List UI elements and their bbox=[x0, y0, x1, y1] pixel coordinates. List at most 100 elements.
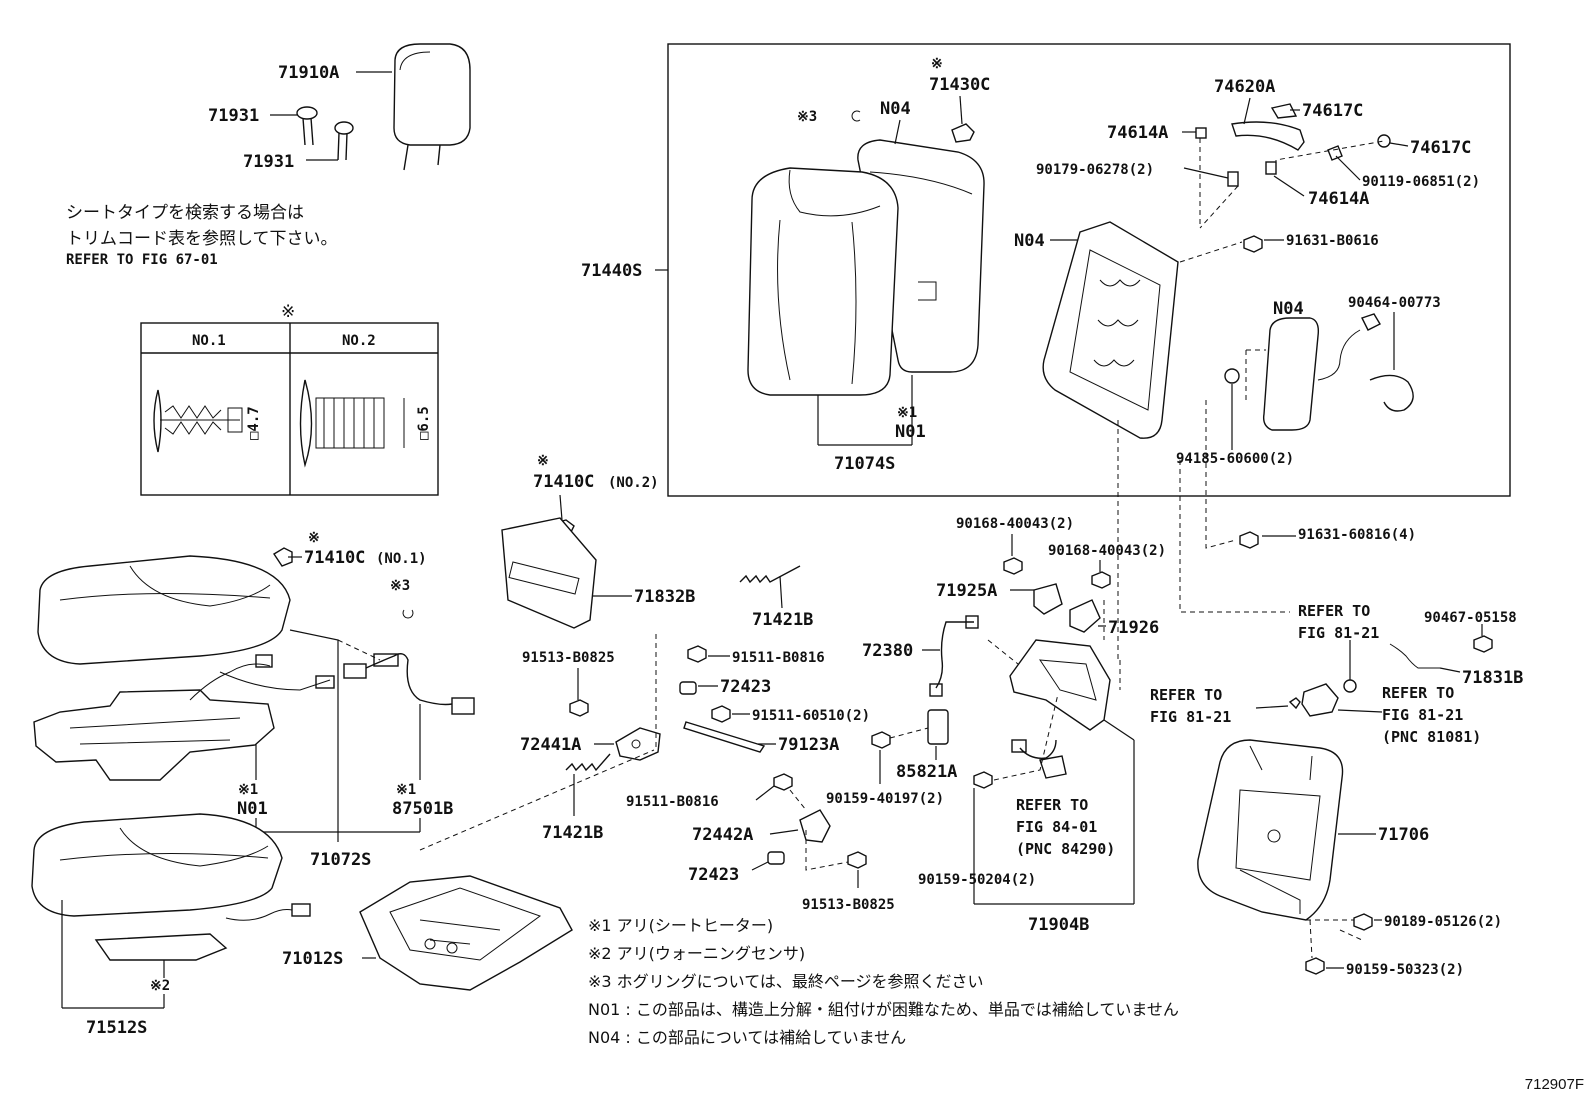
refer-81-21-c-line1: REFER TO bbox=[1382, 684, 1455, 702]
bolt-91511-6 bbox=[711, 705, 731, 723]
refer-81-21-b-line2: FIG 81-21 bbox=[1150, 708, 1232, 726]
label-71421B-b: 71421B bbox=[542, 823, 603, 843]
footnote-2: ※2 アリ(ウォーニングセンサ) bbox=[588, 944, 806, 963]
headrest-support bbox=[1195, 103, 1391, 187]
bolt-90168-a bbox=[1003, 557, 1023, 575]
label-90189: 90189-05126(2) bbox=[1384, 914, 1502, 930]
bracket-71925A bbox=[1033, 583, 1063, 615]
refer-84-01-line2: FIG 84-01 bbox=[1016, 818, 1098, 836]
label-71931-b: 71931 bbox=[243, 152, 294, 172]
headrest-guide-2 bbox=[334, 121, 354, 161]
refer-fig-67-01: REFER TO FIG 67-01 bbox=[66, 252, 218, 268]
label-n01-a: N01 bbox=[895, 422, 926, 442]
footnote-n01: N01 : この部品は、構造上分解・組付けが困難なため、単品では補給していません bbox=[588, 1000, 1179, 1019]
label-n04-a: N04 bbox=[880, 99, 911, 119]
harness-87501B bbox=[343, 653, 475, 715]
bolt-91511-b bbox=[773, 773, 793, 791]
seat-cushion-frame bbox=[359, 875, 573, 991]
bolt-91631-6 bbox=[1239, 531, 1259, 549]
refer-84-01-line3: (PNC 84290) bbox=[1016, 840, 1116, 858]
seatback-frame bbox=[1042, 221, 1179, 439]
label-90159-5: 90159-50204(2) bbox=[918, 872, 1036, 888]
bolt-91631-b bbox=[1243, 235, 1263, 253]
clip-71430C bbox=[951, 123, 975, 143]
footnote-3: ※3 ホグリングについては、最終ページを参照ください bbox=[588, 972, 984, 991]
recliner-72441A bbox=[615, 727, 661, 761]
seat-motor-85821A bbox=[927, 709, 949, 745]
bolt-90159-50323 bbox=[1305, 957, 1325, 975]
label-91513-b: 91513-B0825 bbox=[802, 897, 895, 913]
label-72423-a: 72423 bbox=[720, 677, 771, 697]
mark-n04-a: ※3 bbox=[797, 109, 817, 125]
label-n01-b: N01 bbox=[237, 799, 268, 819]
label-90179: 90179-06278(2) bbox=[1036, 162, 1154, 178]
label-71421B-a: 71421B bbox=[752, 610, 813, 630]
footnote-n04: N04 : この部品については補給していません bbox=[588, 1028, 907, 1047]
spring-71421B-a bbox=[739, 565, 801, 584]
label-72441A: 72441A bbox=[520, 735, 581, 755]
refer-84-01-line1: REFER TO bbox=[1016, 796, 1089, 814]
label-90119: 90119-06851(2) bbox=[1362, 174, 1480, 190]
clip-dim-2: □6.5 bbox=[416, 406, 432, 440]
label-94185: 94185-60600(2) bbox=[1176, 451, 1294, 467]
release-cable-72380 bbox=[929, 615, 979, 697]
mark-87501B: ※1 bbox=[396, 782, 416, 798]
label-71926: 71926 bbox=[1108, 618, 1159, 638]
cap-72423-a bbox=[679, 681, 697, 695]
bolt-91513-b bbox=[847, 851, 867, 869]
clip-table bbox=[140, 322, 439, 496]
panel-71832B bbox=[501, 517, 597, 629]
bolt-90159-4 bbox=[871, 731, 891, 749]
clip-col-2: NO.2 bbox=[342, 333, 376, 349]
label-71012S: 71012S bbox=[282, 949, 343, 969]
label-71072S: 71072S bbox=[310, 850, 371, 870]
label-91631-b: 91631-B0616 bbox=[1286, 233, 1379, 249]
label-71410C-2: 71410C bbox=[533, 472, 594, 492]
label-71910A: 71910A bbox=[278, 63, 339, 83]
bolt-91513-a bbox=[569, 699, 589, 717]
clip-col-1: NO.1 bbox=[192, 333, 226, 349]
label-72442A: 72442A bbox=[692, 825, 753, 845]
label-n04-b: N04 bbox=[1014, 231, 1045, 251]
label-91511-6: 91511-60510(2) bbox=[752, 708, 870, 724]
label-74614A-b: 74614A bbox=[1308, 189, 1369, 209]
refer-81-21-b-line1: REFER TO bbox=[1150, 686, 1223, 704]
label-91631-6: 91631-60816(4) bbox=[1298, 527, 1416, 543]
label-71410C-2-suffix: (NO.2) bbox=[608, 475, 659, 491]
label-72423-b: 72423 bbox=[688, 865, 739, 885]
label-90159-4: 90159-40197(2) bbox=[826, 791, 944, 807]
wire-71831B bbox=[1389, 643, 1440, 669]
label-71440S: 71440S bbox=[581, 261, 642, 281]
mark-71410C-2: ※ bbox=[537, 453, 549, 469]
label-71410C-1-suffix: (NO.1) bbox=[376, 551, 427, 567]
label-71831B: 71831B bbox=[1462, 668, 1523, 688]
headrest bbox=[393, 43, 471, 171]
footnotes: ※1 アリ(シートヒーター) ※2 アリ(ウォーニングセンサ) ※3 ホグリング… bbox=[588, 912, 1179, 1052]
label-74617C-a: 74617C bbox=[1302, 101, 1363, 121]
label-91511-b: 91511-B0816 bbox=[626, 794, 719, 810]
cap-72423-b bbox=[767, 851, 785, 865]
label-n04-c: N04 bbox=[1273, 299, 1304, 319]
label-71074S: 71074S bbox=[834, 454, 895, 474]
label-74617C-b: 74617C bbox=[1410, 138, 1471, 158]
label-74620A: 74620A bbox=[1214, 77, 1275, 97]
label-91511-a: 91511-B0816 bbox=[732, 650, 825, 666]
label-79123A: 79123A bbox=[778, 735, 839, 755]
refer-81-21-c-line3: (PNC 81081) bbox=[1382, 728, 1482, 746]
mark-71410C-1: ※ bbox=[308, 530, 320, 546]
sensor-harness bbox=[1011, 739, 1067, 779]
label-71706: 71706 bbox=[1378, 825, 1429, 845]
label-91513-a: 91513-B0825 bbox=[522, 650, 615, 666]
bolt-90467 bbox=[1473, 635, 1493, 653]
clip-table-marker: ※ bbox=[281, 302, 295, 322]
label-74614A-a: 74614A bbox=[1107, 123, 1168, 143]
seat-cushion-pad bbox=[31, 813, 311, 961]
seatback-board-71706 bbox=[1197, 739, 1344, 921]
spring-71421B-b bbox=[565, 753, 611, 772]
mark-n01-b: ※1 bbox=[238, 782, 258, 798]
label-90168-b: 90168-40043(2) bbox=[1048, 543, 1166, 559]
label-71832B: 71832B bbox=[634, 587, 695, 607]
label-90464: 90464-00773 bbox=[1348, 295, 1441, 311]
label-90168-a: 90168-40043(2) bbox=[956, 516, 1074, 532]
label-90159-50323: 90159-50323(2) bbox=[1346, 962, 1464, 978]
